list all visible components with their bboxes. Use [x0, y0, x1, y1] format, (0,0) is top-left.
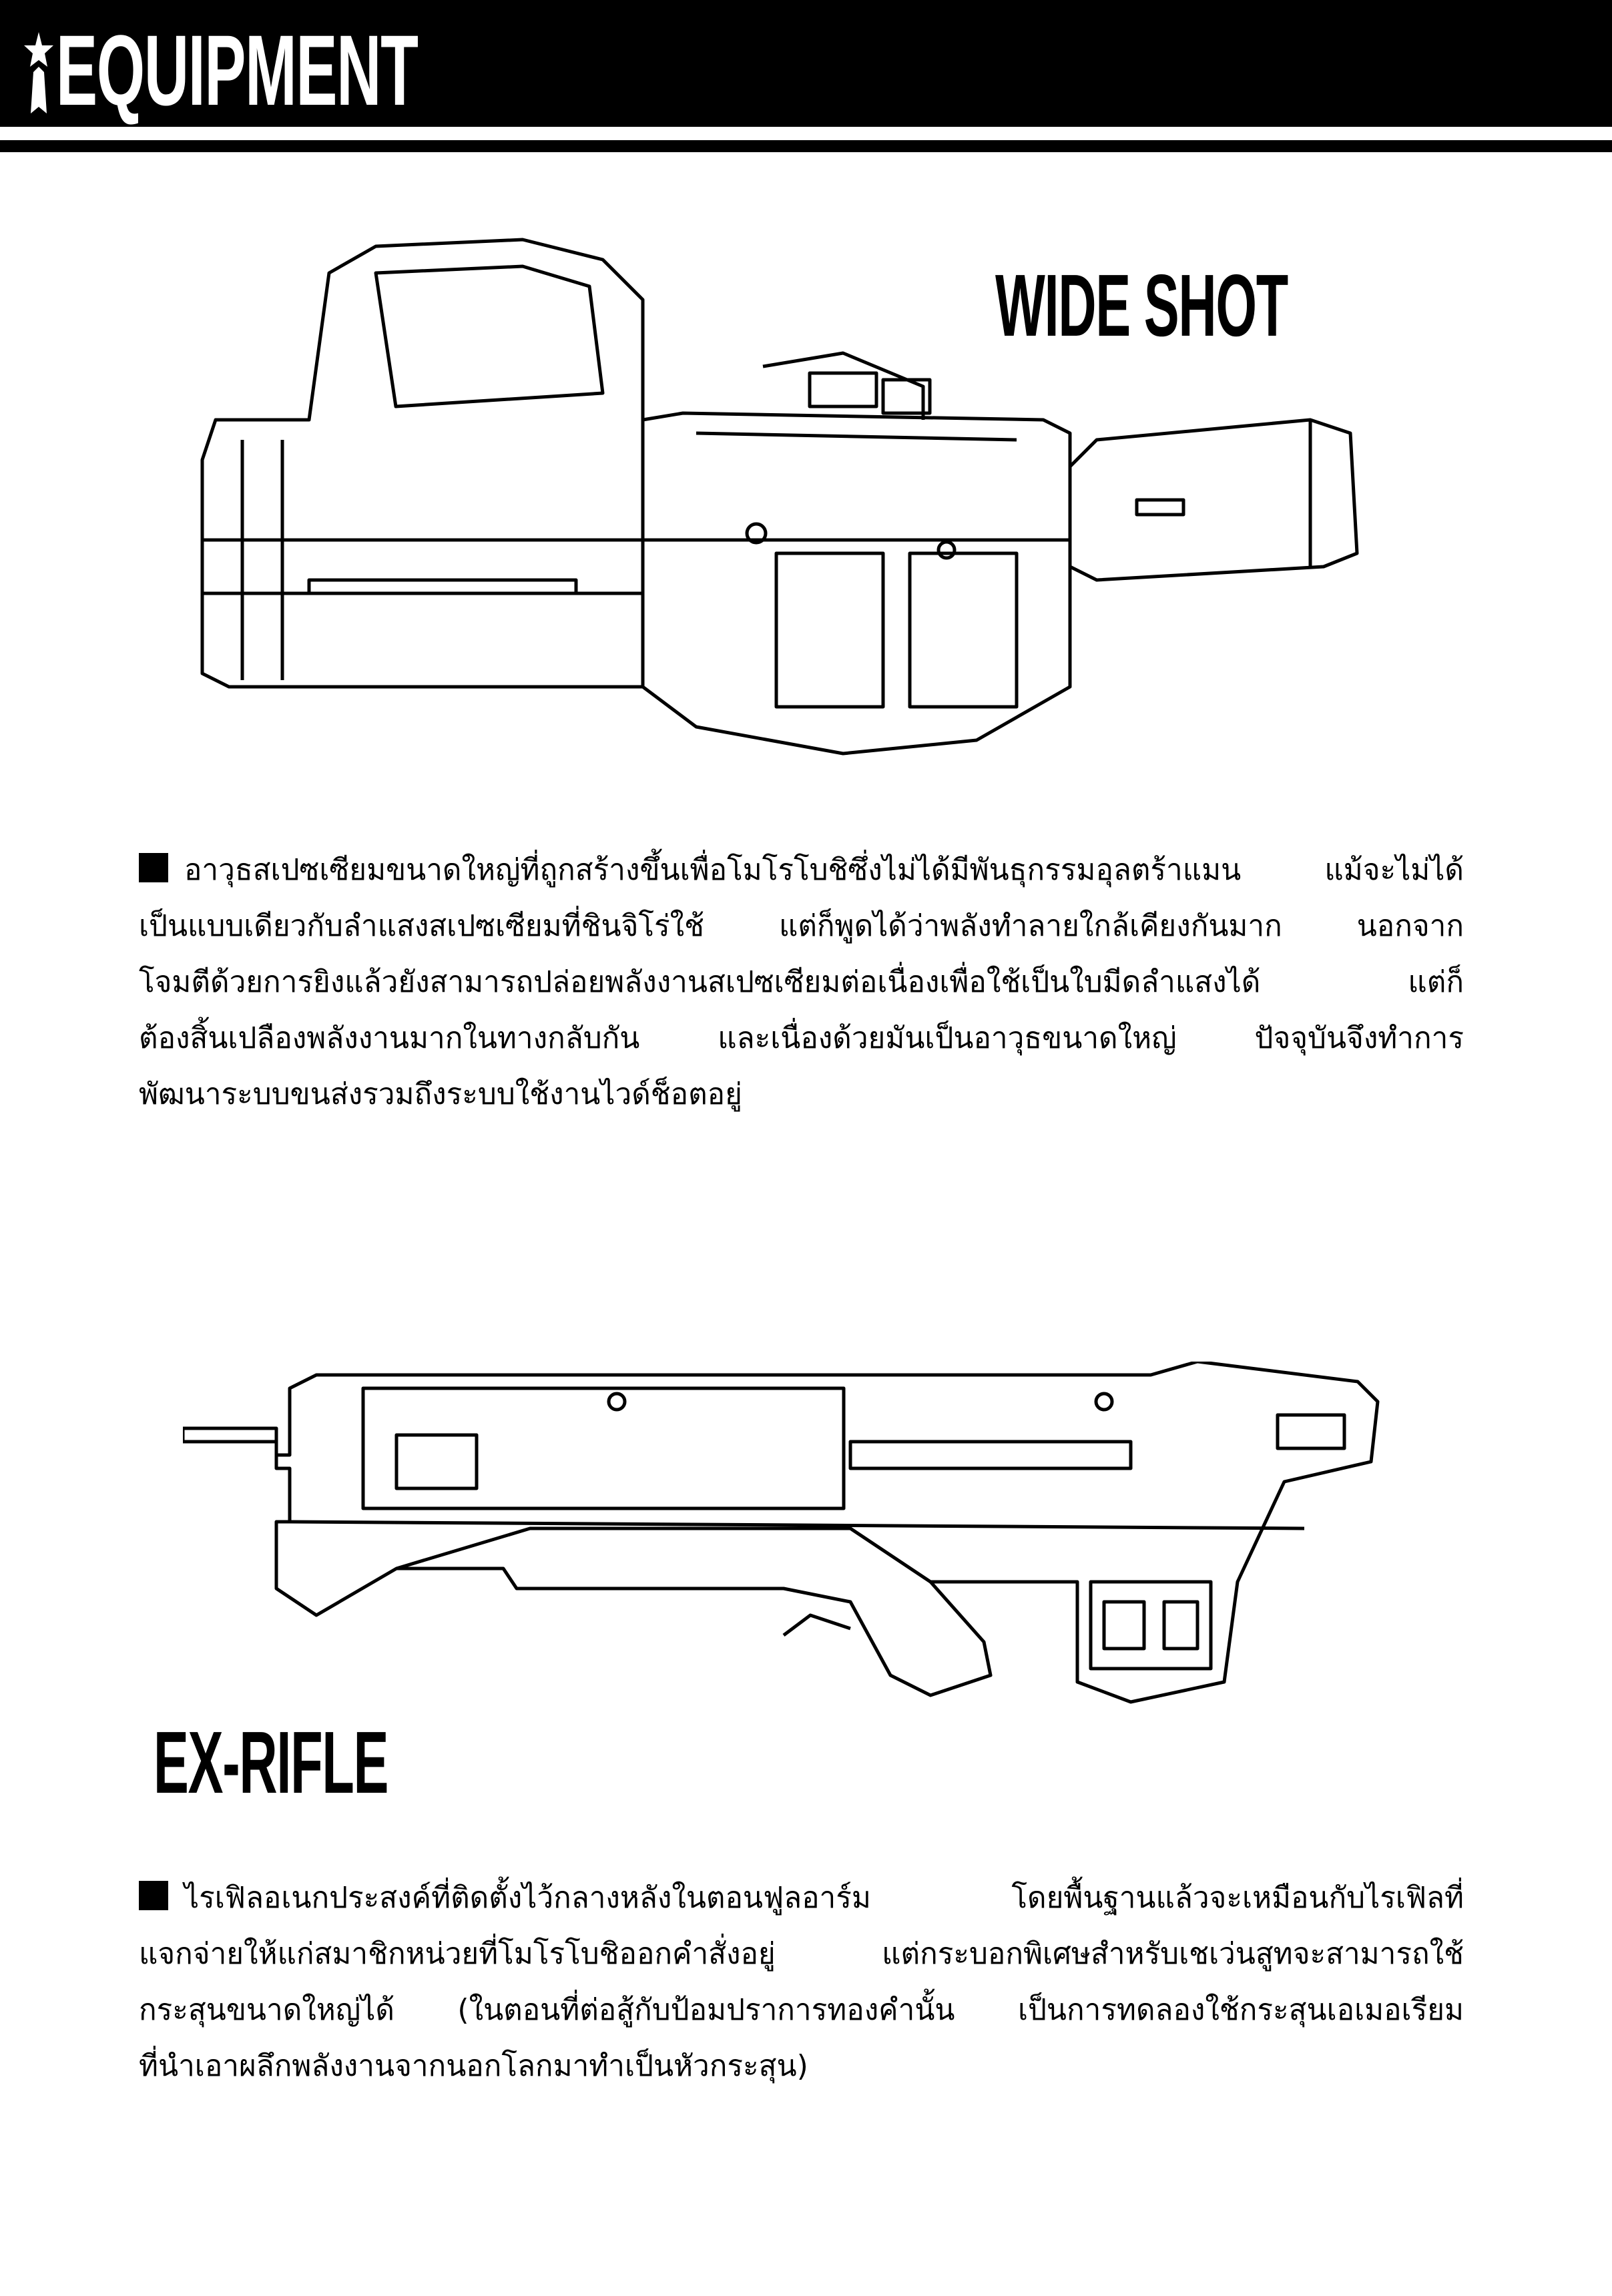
- description-line: กระสุนขนาดใหญ่ได้ (ในตอนที่ต่อสู้กับป้อม…: [139, 1993, 1464, 2027]
- section-title-wide-shot: WIDE SHOT: [995, 256, 1288, 354]
- wide-shot-illustration: [200, 238, 1359, 756]
- wide-shot-description: อาวุธสเปซเซียมขนาดใหญ่ที่ถูกสร้างขึ้นเพื…: [139, 842, 1464, 1123]
- description-line: โจมตีด้วยการยิงแล้วยังสามารถปล่อยพลังงาน…: [139, 965, 1464, 999]
- header-divider: [0, 140, 1612, 152]
- bullet-square-icon: [139, 1881, 168, 1910]
- header-bar: EQUIPMENT: [0, 0, 1612, 127]
- description-line: อาวุธสเปซเซียมขนาดใหญ่ที่ถูกสร้างขึ้นเพื…: [139, 842, 1464, 898]
- page-title: EQUIPMENT: [56, 14, 419, 126]
- description-line: ต้องสิ้นเปลืองพลังงานมากในทางกลับกัน และ…: [139, 1021, 1464, 1055]
- description-line: เป็นแบบเดียวกับลำแสงสเปซเซียมที่ชินจิโร่…: [139, 909, 1464, 943]
- section-title-ex-rifle: EX-RIFLE: [154, 1713, 388, 1811]
- description-line: พัฒนาระบบขนส่งรวมถึงระบบใช้งานไวด์ช็อตอย…: [139, 1077, 742, 1111]
- description-line: ไรเฟิลอเนกประสงค์ที่ติดตั้งไว้กลางหลังใน…: [139, 1870, 1464, 1926]
- description-line: แจกจ่ายให้แก่สมาชิกหน่วยที่โมโรโบชิออกคำ…: [139, 1937, 1464, 1971]
- description-line: ที่นำเอาผลึกพลังงานจากนอกโลกมาทำเป็นหัวก…: [139, 2049, 808, 2083]
- ex-rifle-description: ไรเฟิลอเนกประสงค์ที่ติดตั้งไว้กลางหลังใน…: [139, 1870, 1464, 2094]
- star-figure-icon: [24, 32, 53, 113]
- ex-rifle-illustration: [183, 1362, 1380, 1704]
- bullet-square-icon: [139, 853, 168, 882]
